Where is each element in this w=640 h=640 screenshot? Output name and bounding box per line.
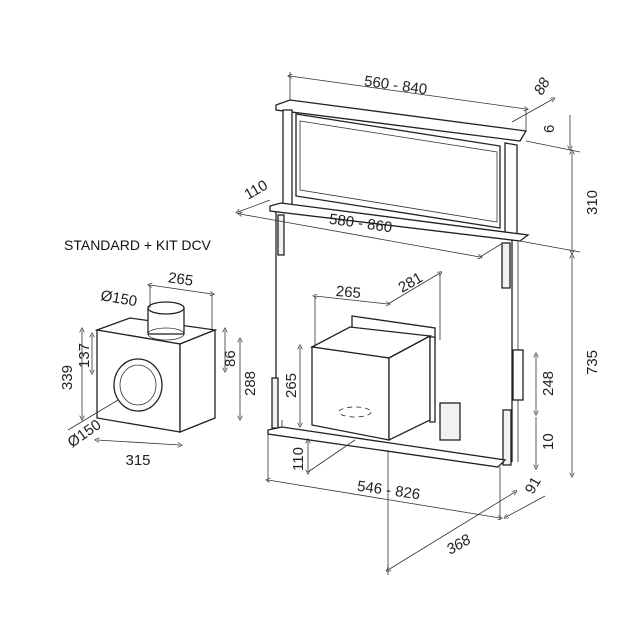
- dim-top-width: 560 - 840: [363, 73, 428, 99]
- kit-dim-front-diameter: Ø150: [65, 416, 105, 451]
- kit-dim-bottom-width: 315: [125, 452, 150, 469]
- kit-dim-outlet-height: 137: [76, 343, 93, 368]
- dim-bracket-height: 248: [540, 371, 557, 396]
- kit-dcv-box: [94, 301, 218, 433]
- dim-motor-height: 265: [283, 373, 300, 398]
- main-dimensions: [238, 72, 581, 575]
- kit-dim-outlet-diameter: Ø150: [99, 287, 138, 310]
- dim-motor-depth: 281: [396, 269, 426, 296]
- dim-base-width: 580 - 860: [328, 211, 393, 237]
- dim-motor-offset: 110: [290, 447, 307, 471]
- dim-side-depth: 110: [242, 177, 271, 204]
- kit-dim-total-height: 339: [59, 365, 76, 390]
- connector-box: [439, 402, 461, 441]
- kit-dim-side-height: 86: [222, 350, 239, 367]
- kit-dim-box-height: 288: [242, 371, 259, 396]
- dim-body-height: 735: [584, 350, 601, 375]
- kit-dimensions: [67, 285, 240, 445]
- dim-top-depth: 88: [531, 74, 554, 98]
- kit-label: STANDARD + KIT DCV: [64, 237, 212, 253]
- dim-total-depth: 368: [444, 531, 475, 559]
- dim-motor-width: 265: [335, 283, 361, 302]
- dim-bottom-offset: 10: [540, 433, 557, 450]
- kit-dim-top-width: 265: [167, 269, 194, 289]
- motor-unit: [309, 315, 461, 442]
- dim-cap-height: 6: [541, 125, 558, 133]
- dim-panel-height: 310: [584, 190, 601, 215]
- dim-rear-depth: 91: [522, 474, 545, 497]
